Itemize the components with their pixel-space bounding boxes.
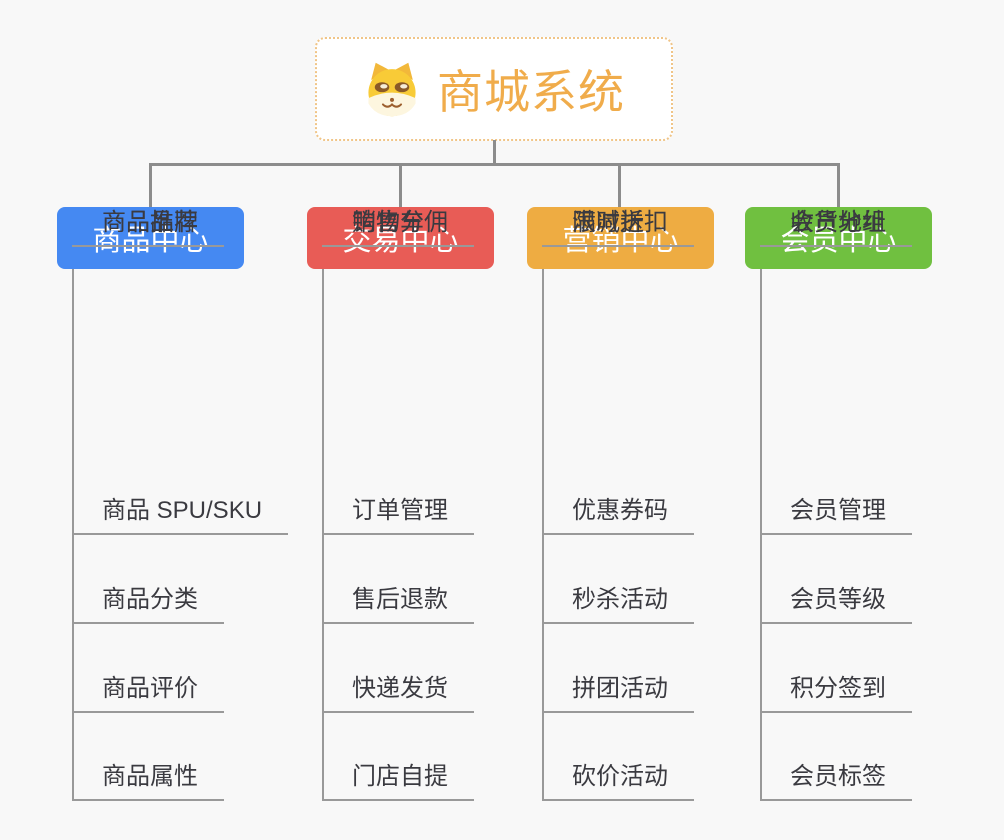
leaf-node[interactable]: 会员等级 bbox=[760, 584, 912, 624]
leaf-node[interactable]: 拼团活动 bbox=[542, 673, 694, 713]
leaf-node[interactable]: 快递发货 bbox=[322, 673, 474, 713]
connector-root-stem bbox=[493, 140, 496, 164]
connector-drop-trade bbox=[399, 163, 402, 208]
branch-header-member-center[interactable]: 会员中心 bbox=[745, 207, 932, 269]
leaf-node[interactable]: 订单管理 bbox=[322, 495, 474, 535]
connector-drop-products bbox=[149, 163, 152, 208]
leaf-node[interactable]: 积分签到 bbox=[760, 673, 912, 713]
leaf-node[interactable]: 商品品牌 bbox=[72, 207, 224, 247]
leaf-node[interactable]: 收货地址 bbox=[760, 207, 912, 247]
leaf-node[interactable]: 商品 SPU/SKU bbox=[72, 495, 289, 535]
connector-drop-marketing bbox=[618, 163, 621, 208]
root-node-mall-system[interactable]: 商城系统 bbox=[315, 37, 673, 141]
leaf-node[interactable]: 商品属性 bbox=[72, 761, 224, 801]
branch-header-trade-center[interactable]: 交易中心 bbox=[307, 207, 494, 269]
leaf-node[interactable]: 售后退款 bbox=[322, 584, 474, 624]
leaf-node[interactable]: 会员管理 bbox=[760, 495, 912, 535]
leaf-node[interactable]: 销售分佣 bbox=[322, 207, 474, 247]
leaf-node[interactable]: 门店自提 bbox=[322, 761, 474, 801]
branch-trade-center: 交易中心 订单管理 售后退款 快递发货 门店自提 购物车 销售分佣 bbox=[307, 207, 557, 807]
leaf-node[interactable]: 优惠券码 bbox=[542, 495, 694, 535]
connector-horizontal-bar bbox=[149, 163, 840, 166]
doge-icon bbox=[368, 62, 416, 117]
leaf-node[interactable]: 砍价活动 bbox=[542, 761, 694, 801]
leaf-node[interactable]: 会员标签 bbox=[760, 761, 912, 801]
leaf-node[interactable]: 秒杀活动 bbox=[542, 584, 694, 624]
branch-header-marketing-center[interactable]: 营销中心 bbox=[527, 207, 714, 269]
leaf-node[interactable]: 满减送 bbox=[542, 207, 670, 247]
connector-drop-members bbox=[837, 163, 840, 208]
leaf-node[interactable]: 商品分类 bbox=[72, 584, 224, 624]
branch-product-center: 商品中心 商品 SPU/SKU 商品分类 商品评价 商品属性 商品推荐 商品品牌 bbox=[57, 207, 307, 807]
branch-member-center: 会员中心 会员管理 会员等级 积分签到 会员标签 会员分组 收货地址 bbox=[745, 207, 995, 807]
branch-marketing-center: 营销中心 优惠券码 秒杀活动 拼团活动 砍价活动 限时折扣 满减送 bbox=[527, 207, 777, 807]
leaf-node[interactable]: 商品评价 bbox=[72, 673, 224, 713]
branch-header-product-center[interactable]: 商品中心 bbox=[57, 207, 244, 269]
root-title: 商城系统 bbox=[437, 66, 625, 118]
